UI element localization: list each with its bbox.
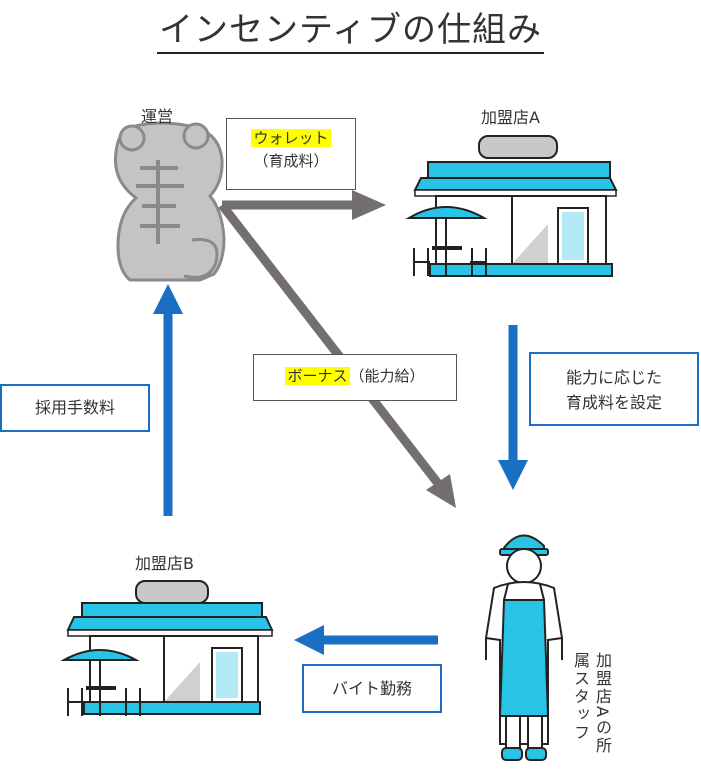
ability-arrow-head — [498, 460, 528, 490]
bonus-sub: （能力給） — [349, 367, 425, 385]
wallet-arrow-head — [352, 190, 386, 220]
operator-label: 運営 — [141, 107, 174, 126]
store-b-icon — [60, 580, 274, 716]
part-time-label: バイト勤務 — [331, 679, 412, 698]
ability-box: 能力に応じた 育成料を設定 — [529, 352, 699, 426]
recruit-fee-label: 採用手数料 — [34, 398, 115, 417]
bonus-arrow-head — [426, 474, 456, 508]
store-a-label: 加盟店A — [481, 108, 540, 127]
part-time-box: バイト勤務 — [302, 664, 442, 713]
bonus-highlight: ボーナス — [285, 367, 350, 385]
wallet-sub: （育成料） — [253, 152, 329, 170]
wallet-box: ウォレット （育成料） — [226, 118, 356, 190]
staff-label: 加盟店Aの所属スタッフ — [571, 652, 612, 755]
recruit-arrow-head — [153, 284, 183, 314]
store-b-label: 加盟店B — [135, 554, 194, 573]
bonus-box: ボーナス（能力給） — [253, 354, 457, 401]
part-time-arrow-head — [294, 625, 324, 655]
store-a-icon — [405, 135, 618, 277]
recruit-fee-box: 採用手数料 — [0, 384, 150, 432]
tiger-icon — [113, 121, 226, 282]
wallet-highlight: ウォレット — [251, 129, 331, 147]
bonus-arrow — [218, 202, 444, 489]
staff-icon — [484, 534, 564, 761]
ability-line2: 育成料を設定 — [565, 393, 662, 412]
ability-line1: 能力に応じた — [565, 368, 662, 387]
page-title: インセンティブの仕組み — [0, 2, 701, 54]
